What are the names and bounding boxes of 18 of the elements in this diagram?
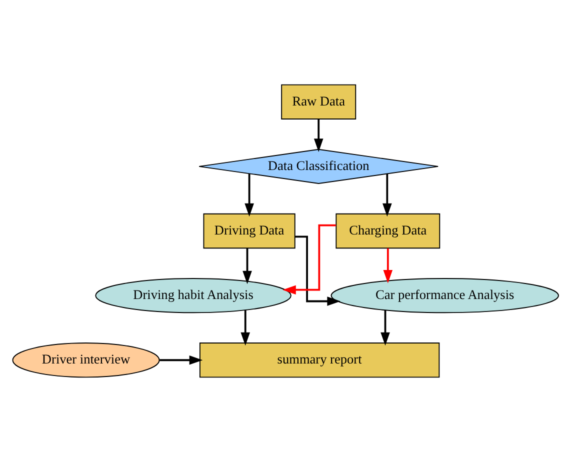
node-box: Charging Data [336,212,440,248]
arrow [240,310,250,346]
arrow [314,118,324,152]
node-ellipse: Driving habit Analysis [95,278,292,313]
node-box: summary report [199,342,440,378]
node-box: Driving Data [203,212,296,248]
arrow [380,310,390,346]
node-ellipse: Car performance Analysis [330,278,559,313]
node-box: Raw Data [281,84,356,119]
arrow [282,224,336,294]
arrow [160,354,203,364]
arrow [383,248,393,283]
node-diamond: Data Classification [198,148,439,184]
arrow [382,173,392,216]
node-ellipse: Driver interview [12,342,160,378]
arrow [244,173,254,216]
arrow [242,248,252,284]
arrow [295,235,340,306]
